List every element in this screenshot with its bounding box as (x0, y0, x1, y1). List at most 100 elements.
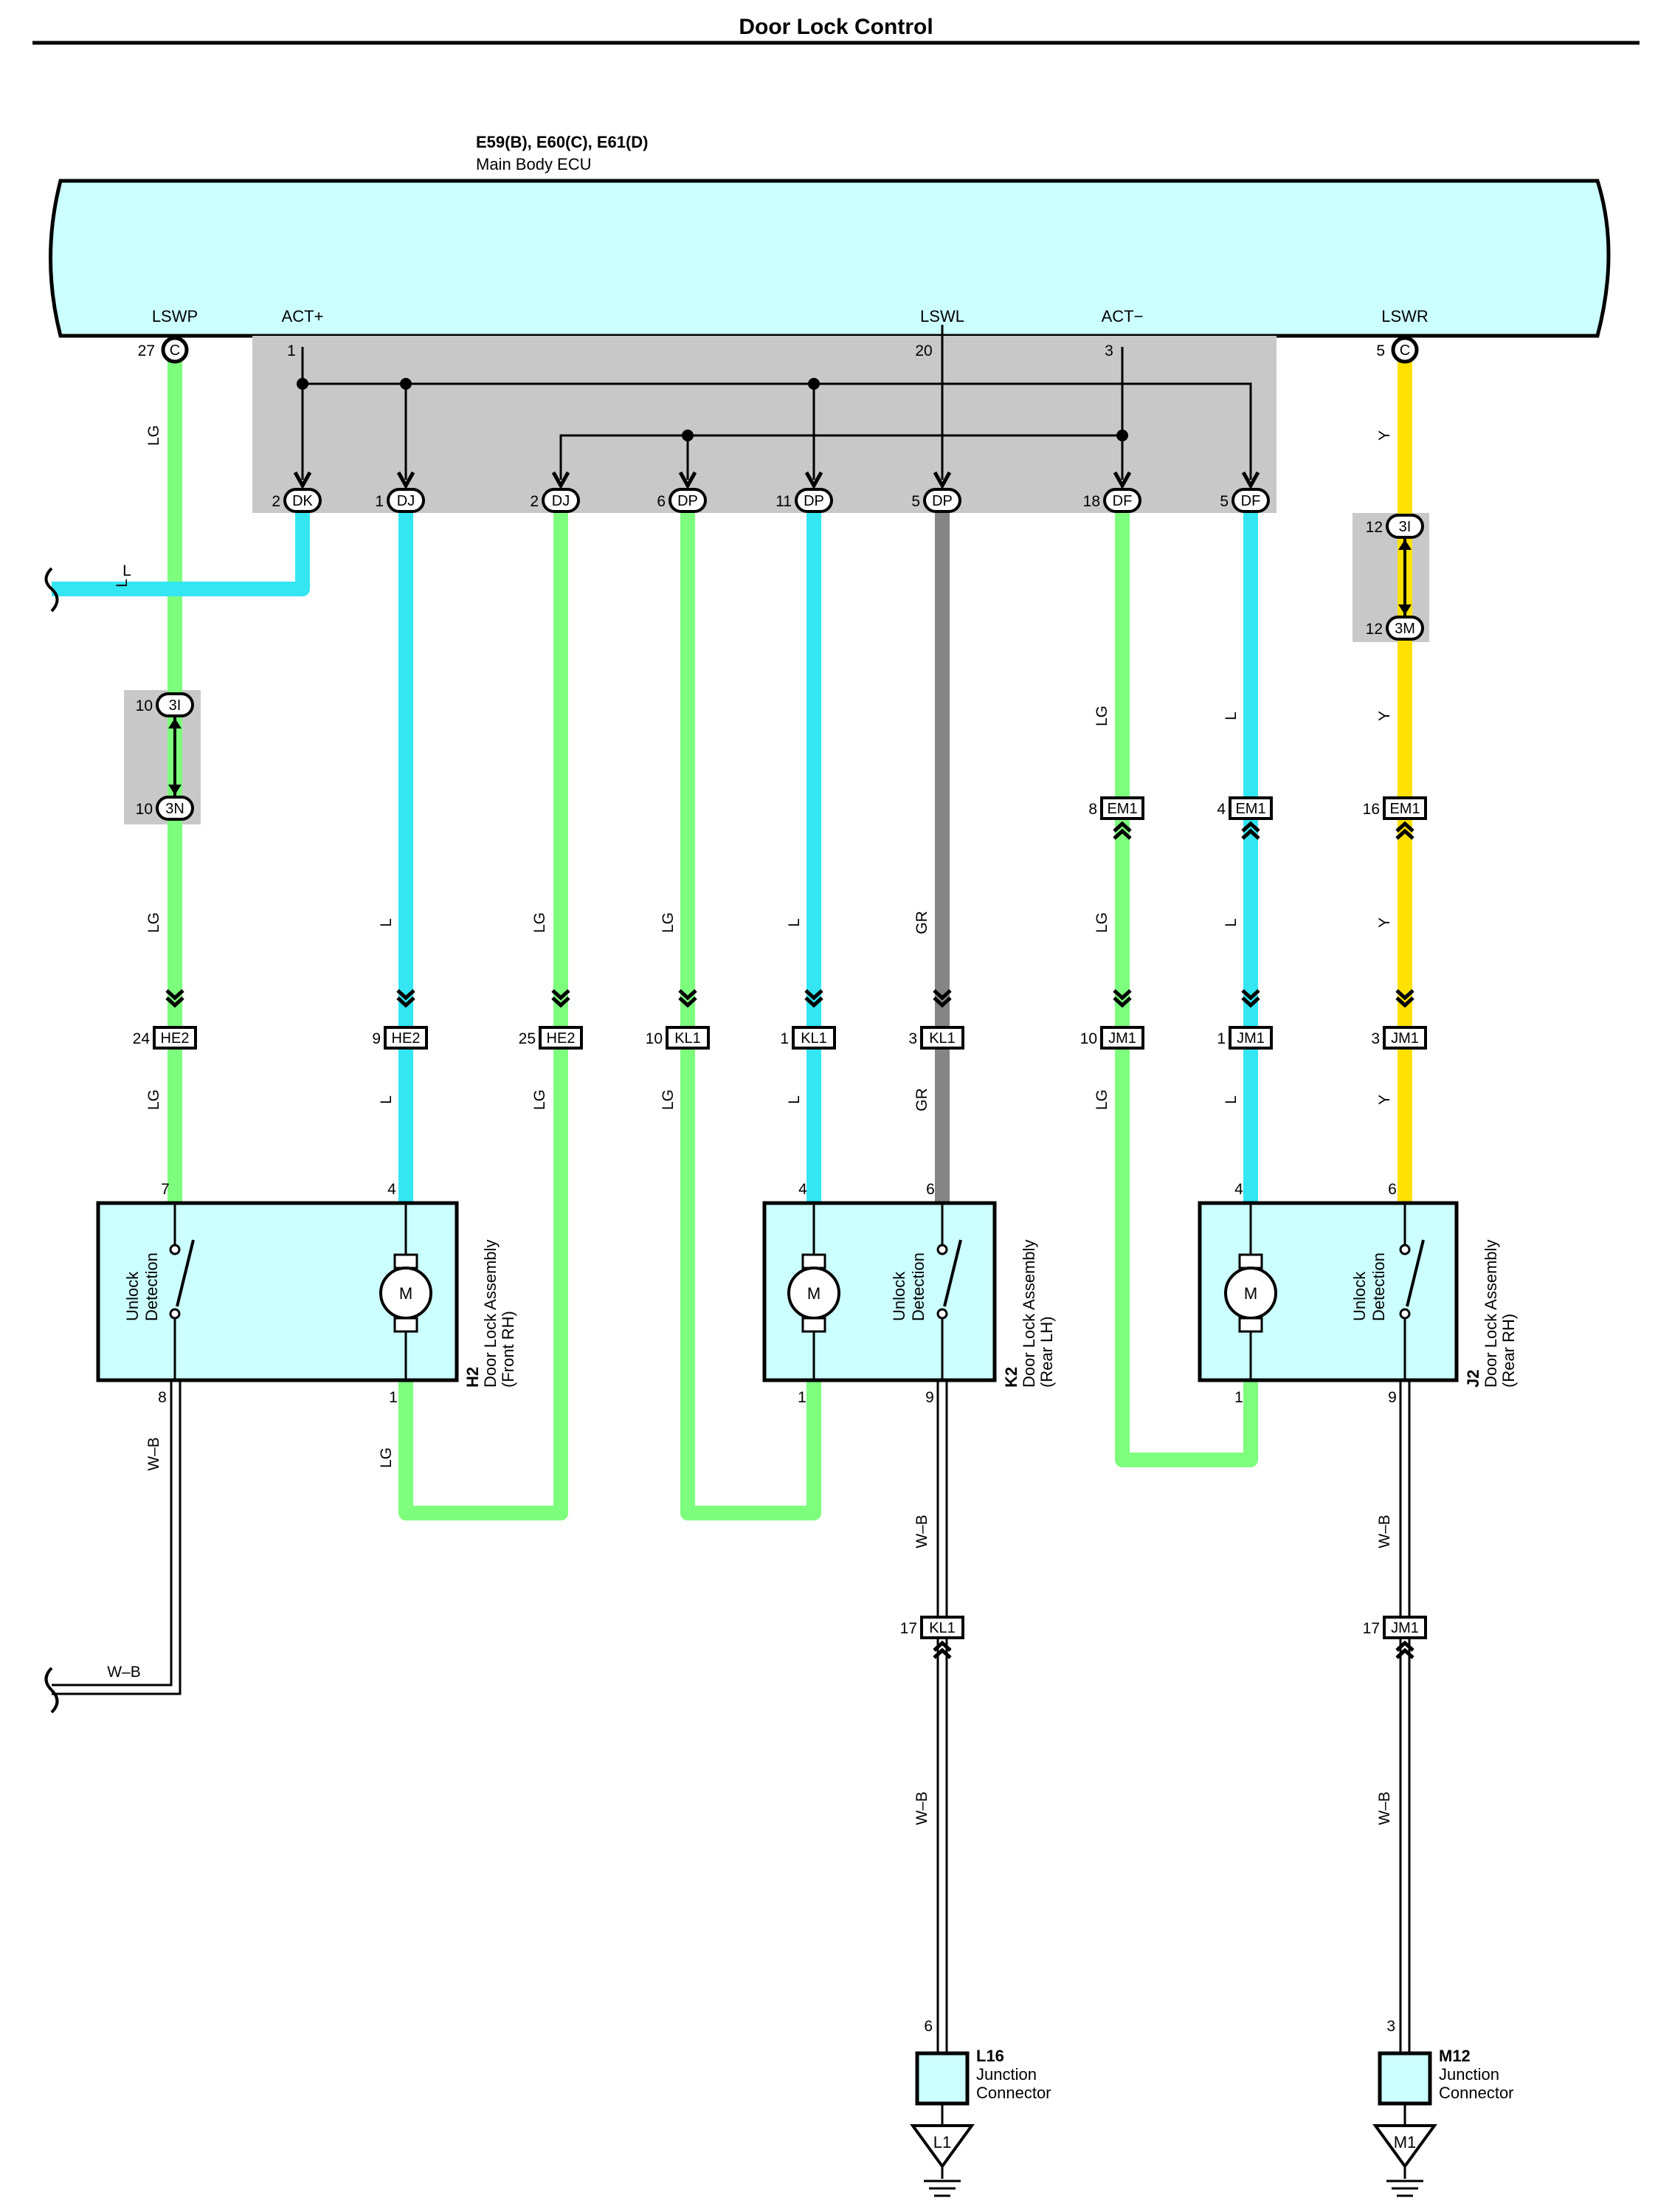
pin-20: 20 (915, 342, 932, 359)
svg-text:KL1: KL1 (674, 1030, 701, 1047)
ecu-terminals: LSWP ACT+ LSWL ACT− LSWR 27 1 20 3 5 C C (138, 307, 1429, 364)
svg-text:12: 12 (1366, 519, 1383, 536)
wire-break-marks (44, 567, 59, 1714)
svg-text:1: 1 (780, 1030, 789, 1047)
svg-text:Y: Y (1376, 1095, 1393, 1105)
svg-text:16: 16 (1363, 801, 1380, 818)
k2-switch (943, 1239, 962, 1307)
component-j2: M Unlock Detection J2 Door Lock Assembly… (1198, 1181, 1518, 1406)
svg-text:Door Lock Assembly: Door Lock Assembly (481, 1239, 500, 1388)
svg-text:Connector: Connector (976, 2084, 1051, 2102)
ecu-conn-dp-5: DP 5 (911, 488, 961, 513)
ground-m1-icon (1372, 2124, 1437, 2169)
svg-text:W–B: W–B (913, 1515, 930, 1548)
svg-text:K2: K2 (1002, 1367, 1020, 1388)
svg-text:KL1: KL1 (929, 1620, 956, 1636)
svg-text:W–B: W–B (1376, 1515, 1393, 1548)
svg-text:Y: Y (1376, 711, 1393, 721)
svg-text:DP: DP (677, 493, 698, 509)
ecu-conn-dp-6: DP6 (657, 488, 707, 513)
svg-text:M: M (1244, 1284, 1257, 1303)
svg-text:25: 25 (519, 1030, 536, 1047)
wire-labels: LGLGLGLLLLGLGLGLGLLGRGRLGLGLGLLLYYYYLGW–… (107, 425, 1393, 1825)
svg-text:Y: Y (1376, 917, 1393, 928)
svg-text:Detection: Detection (1369, 1253, 1388, 1321)
svg-text:DF: DF (1241, 493, 1261, 509)
wire-dp6-lg (680, 513, 821, 1520)
wire-dk-l (52, 513, 310, 596)
svg-text:Junction: Junction (1439, 2065, 1499, 2084)
h2-switch (176, 1239, 195, 1307)
svg-text:L: L (378, 1095, 395, 1104)
svg-text:L16: L16 (976, 2047, 1004, 2065)
wire-df18-lg (1115, 513, 1258, 1467)
svg-text:1: 1 (1217, 1030, 1226, 1047)
svg-text:M: M (399, 1284, 412, 1303)
svg-text:5: 5 (911, 493, 920, 510)
svg-text:DP: DP (804, 493, 824, 509)
svg-text:7: 7 (161, 1181, 170, 1198)
bus-junction-dots (297, 378, 1128, 441)
svg-text:Detection: Detection (909, 1253, 927, 1321)
svg-text:10: 10 (646, 1030, 663, 1047)
svg-text:Unlock: Unlock (1350, 1271, 1369, 1321)
k2-body (762, 1201, 997, 1382)
wires (52, 354, 1412, 1520)
ecu-connector-zone (252, 336, 1277, 513)
svg-text:HE2: HE2 (161, 1030, 190, 1047)
svg-text:Junction: Junction (976, 2065, 1037, 2084)
svg-text:3I: 3I (169, 697, 182, 714)
pin-1: 1 (287, 342, 296, 359)
svg-text:9: 9 (372, 1030, 381, 1047)
svg-text:Door Lock Assembly: Door Lock Assembly (1482, 1239, 1500, 1388)
svg-text:3N: 3N (165, 801, 184, 817)
component-h2: M Unlock Detection H2 Door Lock Assembly… (96, 1181, 517, 1406)
svg-text:4: 4 (387, 1181, 396, 1198)
svg-text:GR: GR (913, 1088, 930, 1112)
svg-text:H2: H2 (463, 1367, 482, 1388)
terminal-c-left-label: C (170, 342, 180, 359)
svg-text:9: 9 (1388, 1389, 1397, 1406)
svg-text:3I: 3I (1399, 519, 1412, 535)
svg-text:HE2: HE2 (392, 1030, 421, 1047)
junction-l16-box (915, 2051, 970, 2106)
pin-3: 3 (1105, 342, 1113, 359)
svg-text:DJ: DJ (397, 493, 415, 509)
ground-l1-icon (910, 2124, 975, 2169)
svg-text:Detection: Detection (142, 1253, 161, 1321)
junction-m12: 3 M12 Junction Connector M1 (1372, 2018, 1514, 2197)
svg-text:(Rear RH): (Rear RH) (1499, 1314, 1518, 1388)
svg-text:KL1: KL1 (929, 1030, 956, 1047)
svg-text:L: L (1223, 712, 1240, 720)
svg-text:L: L (1223, 1095, 1240, 1104)
mid-conn-kl1-3: KL1 3 (908, 1026, 964, 1050)
joint-top-1: 3I 12 (1366, 514, 1424, 539)
junction-m12-box (1378, 2051, 1432, 2106)
svg-text:LG: LG (145, 425, 162, 446)
terminal-lswl: LSWL (920, 307, 964, 325)
svg-text:DF: DF (1113, 493, 1133, 509)
ecu-conn-df-5: DF5 (1220, 488, 1270, 513)
svg-text:3M: 3M (1395, 621, 1415, 637)
svg-text:JM1: JM1 (1108, 1030, 1136, 1047)
svg-text:L: L (786, 1095, 803, 1104)
svg-text:L: L (786, 918, 803, 927)
svg-text:DP: DP (932, 493, 953, 509)
svg-text:LG: LG (1094, 1089, 1110, 1110)
svg-text:J2: J2 (1464, 1370, 1482, 1388)
svg-text:M: M (807, 1284, 821, 1303)
svg-text:10: 10 (136, 697, 153, 714)
svg-text:JM1: JM1 (1391, 1620, 1419, 1636)
ecu-conn-dj-1: DJ1 (375, 488, 425, 513)
svg-text:3: 3 (908, 1030, 917, 1047)
